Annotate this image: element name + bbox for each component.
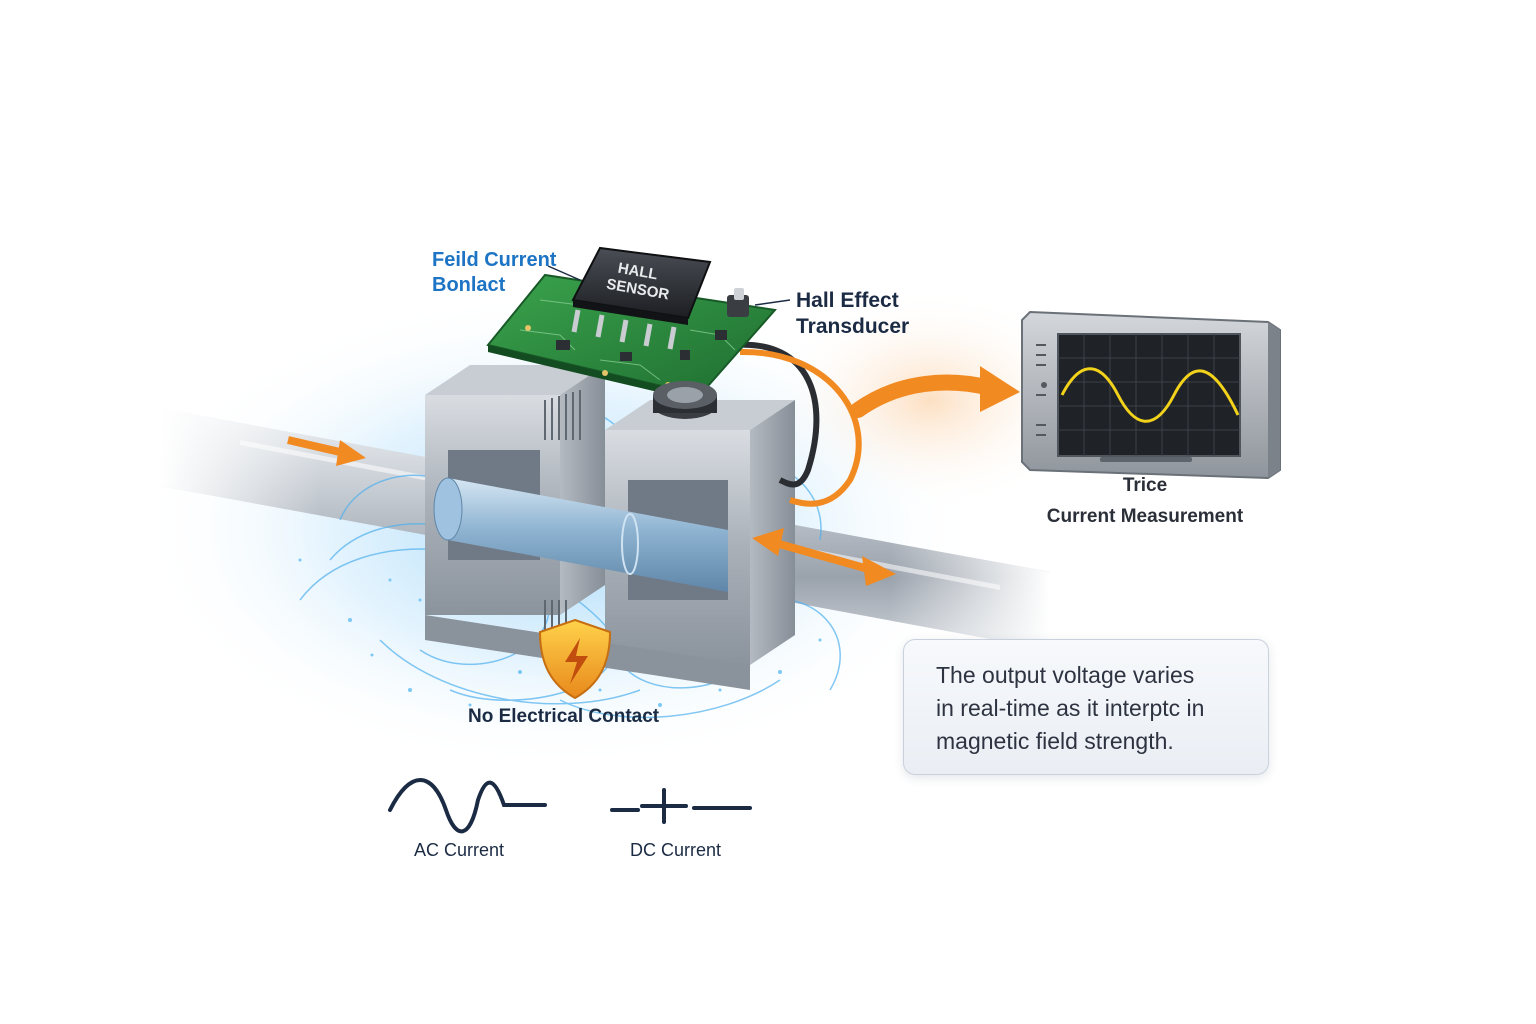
output-arrow [850, 366, 1020, 418]
field-current-line-1: Feild Current [432, 249, 557, 271]
oscilloscope-monitor-icon [1021, 310, 1281, 480]
info-note-box: The output voltage varies in real-time a… [903, 639, 1269, 775]
chip-label-hall: HALL [617, 260, 659, 284]
ac-wave-icon [388, 778, 547, 834]
note-line-2: in real-time as it interptc in [936, 695, 1205, 721]
display-caption: Trice Current Measurement [1000, 470, 1290, 532]
hall-effect-label: Hall Effect Transducer [796, 288, 909, 340]
note-line-3: magnetic field strength. [936, 728, 1174, 754]
no-contact-label: No Electrical Contact [468, 706, 660, 727]
dc-symbol-icon [610, 788, 752, 824]
waveform-trace [1060, 367, 1240, 423]
pcb-board [486, 273, 777, 402]
field-current-label: Feild Current Bonlact [432, 248, 556, 298]
display-caption-line-2: Current Measurement [1046, 506, 1244, 527]
ac-current-label: AC Current [414, 840, 505, 860]
sensor-wire-black [734, 341, 820, 488]
current-flow-arrow-right [752, 528, 896, 586]
field-label-leader [547, 265, 581, 281]
sensor-mount [653, 381, 717, 419]
dc-current-label: DC Current [630, 840, 722, 860]
hall-effect-line-1: Hall Effect [796, 289, 899, 312]
lightning-shield-icon [538, 618, 612, 700]
output-glow [770, 290, 1090, 510]
sensor-wire-orange [739, 348, 862, 507]
display-caption-line-1: Trice [1122, 475, 1168, 496]
hall-sensor-chip-icon [571, 246, 712, 350]
note-line-1: The output voltage varies [936, 662, 1195, 688]
inner-conductor [433, 477, 728, 592]
field-current-line-2: Bonlact [432, 274, 506, 296]
hall-label-leader [754, 299, 791, 306]
hall-effect-line-2: Transducer [796, 315, 910, 338]
current-flow-arrow-left [287, 436, 366, 466]
